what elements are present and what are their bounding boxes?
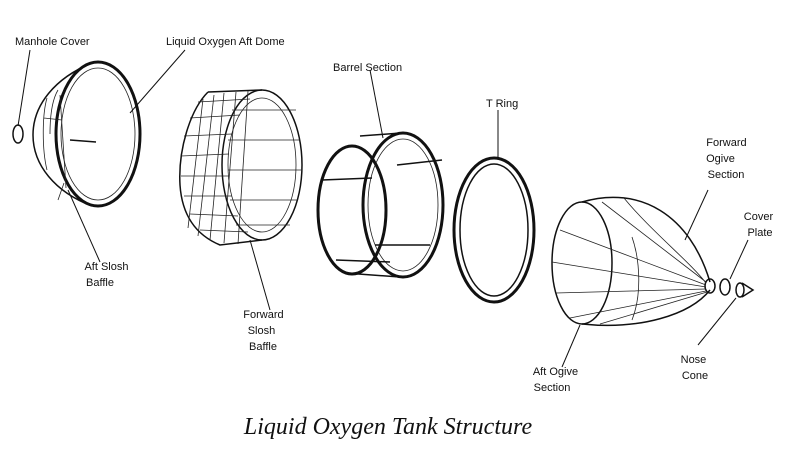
barrel-section-part: [316, 131, 445, 279]
label-aft-ogive-section: Aft Ogive Section: [533, 366, 581, 394]
diagram-title: Liquid Oxygen Tank Structure: [243, 414, 533, 440]
manhole-cover-part: [12, 124, 24, 144]
cover-plate-leader: [729, 239, 749, 280]
label-cover-plate-line2: Plate: [747, 227, 772, 239]
label-nose-cone-line2: Cone: [682, 370, 708, 382]
label-cover-plate: Cover Plate: [744, 211, 776, 239]
aft-slosh-baffle-leader: [67, 189, 101, 263]
forward-ogive-leader: [684, 189, 709, 241]
nose-cone-part: [735, 282, 755, 298]
label-t-ring: T Ring: [486, 98, 518, 110]
ogive-section-part: [551, 196, 716, 327]
label-forward-ogive-line3: Section: [708, 169, 745, 181]
label-aft-ogive-line1: Aft Ogive: [533, 366, 578, 378]
label-forward-ogive-section: Forward Ogive Section: [706, 137, 750, 181]
barrel-section-leader: [369, 69, 384, 139]
label-nose-cone: Nose Cone: [681, 354, 710, 382]
aft-dome-part: [32, 60, 142, 208]
cover-plate-part: [719, 278, 731, 296]
nose-cone-leader: [697, 297, 737, 346]
aft-dome-leader: [129, 49, 186, 114]
label-nose-cone-line1: Nose: [681, 354, 707, 366]
forward-slosh-baffle-part: [179, 89, 303, 246]
label-aft-slosh-baffle-line1: Aft Slosh: [84, 261, 128, 273]
label-aft-dome: Liquid Oxygen Aft Dome: [166, 36, 285, 48]
forward-slosh-baffle-leader: [249, 239, 271, 311]
label-forward-slosh-baffle-line2: Slosh: [248, 325, 276, 337]
label-forward-slosh-baffle-line1: Forward: [243, 309, 283, 321]
aft-slosh-baffle-part: [59, 94, 97, 189]
label-cover-plate-line1: Cover: [744, 211, 774, 223]
label-aft-slosh-baffle: Aft Slosh Baffle: [84, 261, 131, 289]
manhole-cover-leader: [17, 49, 31, 127]
label-manhole-cover: Manhole Cover: [15, 36, 90, 48]
label-forward-slosh-baffle: Forward Slosh Baffle: [243, 309, 286, 353]
label-aft-ogive-line2: Section: [534, 382, 571, 394]
label-forward-ogive-line1: Forward: [706, 137, 746, 149]
label-aft-slosh-baffle-line2: Baffle: [86, 277, 114, 289]
t-ring-part: [452, 156, 536, 304]
label-forward-slosh-baffle-line3: Baffle: [249, 341, 277, 353]
label-forward-ogive-line2: Ogive: [706, 153, 735, 165]
label-barrel-section: Barrel Section: [333, 62, 402, 74]
aft-ogive-leader: [561, 324, 581, 368]
